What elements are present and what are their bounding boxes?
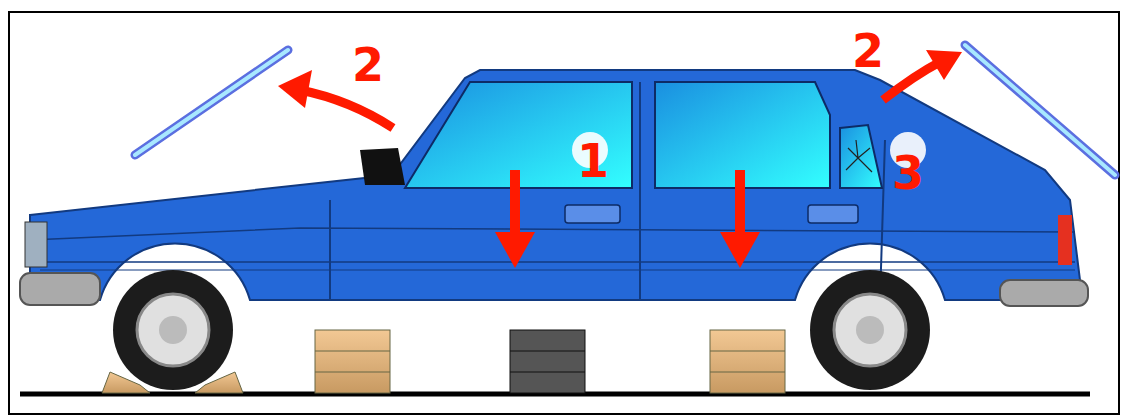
- callout-number: 1: [577, 138, 609, 184]
- callout-number: 2: [852, 28, 884, 74]
- callout-number: 3: [892, 150, 924, 196]
- callout-number: 2: [352, 42, 384, 88]
